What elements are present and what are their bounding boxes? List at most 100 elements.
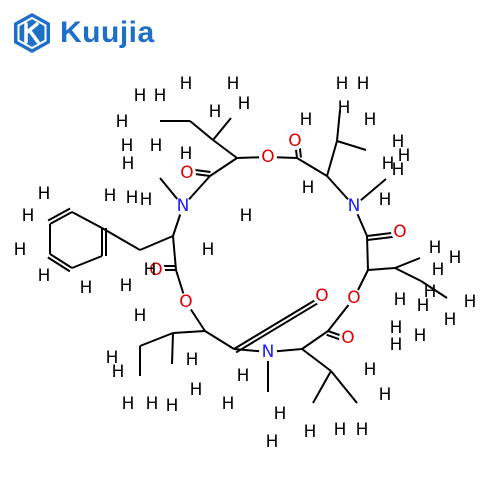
hydrogen-atom-label: H [222, 394, 235, 414]
hydrogen-atom-label: H [180, 144, 193, 164]
hydrogen-atom-label: H [364, 110, 377, 130]
hydrogen-atom-label: H [38, 184, 51, 204]
bond [301, 348, 332, 372]
brand-name: Kuujia [60, 16, 155, 49]
hydrogen-atom-label: H [300, 110, 313, 130]
hydrogen-atom-label: H [392, 132, 405, 152]
hydrogen-atom-label: H [464, 292, 477, 312]
hydrogen-atom-label: H [382, 154, 395, 174]
bond [212, 139, 238, 159]
hydrogen-atom-label: H [424, 282, 437, 302]
hydrogen-atom-label: H [449, 248, 462, 268]
bond [312, 370, 332, 404]
hydrogen-atom-label: H [112, 362, 125, 382]
bond [209, 157, 238, 177]
bond [296, 157, 328, 177]
hydrogen-atom-label: H [14, 240, 27, 260]
hydrogen-atom-label: H [104, 186, 117, 206]
oxygen-atom-label: O [261, 147, 274, 167]
bond [420, 280, 448, 299]
hydrogen-atom-label: H [238, 94, 251, 114]
bond [204, 330, 235, 350]
hydrogen-atom-label: H [304, 422, 317, 442]
hydrogen-atom-label: H [22, 206, 35, 226]
atom-background [286, 132, 304, 150]
oxygen-atom-label: O [315, 286, 328, 306]
nitrogen-atom-label: N [177, 196, 190, 216]
atom-background [259, 148, 277, 166]
bond [189, 120, 214, 141]
oxygen-atom-label: O [393, 222, 406, 242]
oxygen-atom-label: O [341, 328, 354, 348]
hydrogen-atom-label: H [122, 394, 135, 414]
hydrogen-atom-label: H [398, 146, 411, 166]
hydrogen-atom-label: H [379, 190, 392, 210]
bond [171, 332, 174, 365]
oxygen-atom-label: O [149, 260, 162, 280]
bond [101, 227, 141, 251]
hydrogen-atom-label: H [356, 420, 369, 440]
hydrogen-atom-label: H [126, 188, 139, 208]
hydrogen-atom-label: H [336, 74, 349, 94]
atom-background [345, 289, 363, 307]
bond [326, 140, 338, 177]
hydrogen-atom-label: H [394, 290, 407, 310]
hydrogen-atom-label: H [134, 86, 147, 106]
bond [336, 140, 367, 151]
hydrogen-atom-label: H [146, 394, 159, 414]
bond [71, 255, 103, 269]
hydrogen-atom-label: H [338, 98, 351, 118]
oxygen-atom-label: O [347, 288, 360, 308]
hydrogen-atom-label: H [186, 350, 199, 370]
bond [212, 117, 232, 141]
bond [172, 235, 177, 271]
hydrogen-atom-label: H [166, 396, 179, 416]
nitrogen-atom-label: N [262, 342, 275, 362]
k-hexagon-logo-icon [14, 13, 50, 53]
hydrogen-atom-label: H [357, 74, 370, 94]
hydrogen-atom-label: H [392, 160, 405, 180]
hydrogen-atom-label: H [334, 420, 347, 440]
double-bond [235, 298, 325, 354]
bond [49, 211, 73, 225]
hydrogen-atom-label: H [390, 335, 403, 355]
hydrogen-atom-label: H [120, 276, 133, 296]
double-bond [47, 256, 71, 273]
hydrogen-atom-label: H [144, 260, 157, 280]
hydrogen-atom-label: H [432, 260, 445, 280]
hydrogen-atom-label: H [180, 74, 193, 94]
hydrogen-atom-label: H [417, 296, 430, 316]
hydrogen-atom-label: H [140, 190, 153, 210]
hydrogen-atom-label: H [121, 136, 134, 156]
hydrogen-atom-label: H [116, 112, 129, 132]
bond [394, 257, 421, 269]
bond [71, 211, 103, 229]
bond [366, 235, 369, 271]
bond [336, 109, 341, 142]
double-bond [47, 207, 71, 222]
hydrogen-atom-label: H [429, 238, 442, 258]
bond [301, 330, 329, 350]
oxygen-atom-label: O [180, 163, 193, 183]
hydrogen-atom-label: H [106, 348, 119, 368]
brand-logo: Kuujia [10, 10, 155, 56]
atom-background [147, 261, 165, 279]
bond [139, 235, 174, 251]
hydrogen-atom-label: H [122, 154, 135, 174]
hydrogen-atom-label: H [364, 360, 377, 380]
hydrogen-atom-label: H [150, 136, 163, 156]
hydrogen-atom-label: H [190, 380, 203, 400]
hydrogen-atom-label: H [237, 366, 250, 386]
hydrogen-atom-label: H [80, 278, 93, 298]
hydrogen-atom-label: H [274, 404, 287, 424]
hydrogen-atom-label: H [414, 326, 427, 346]
atom-background [177, 293, 195, 311]
hydrogen-atom-label: H [154, 86, 167, 106]
nitrogen-atom-label: N [348, 196, 361, 216]
oxygen-atom-label: O [179, 292, 192, 312]
hydrogen-atom-label: H [302, 178, 315, 198]
atom-background [313, 287, 331, 305]
